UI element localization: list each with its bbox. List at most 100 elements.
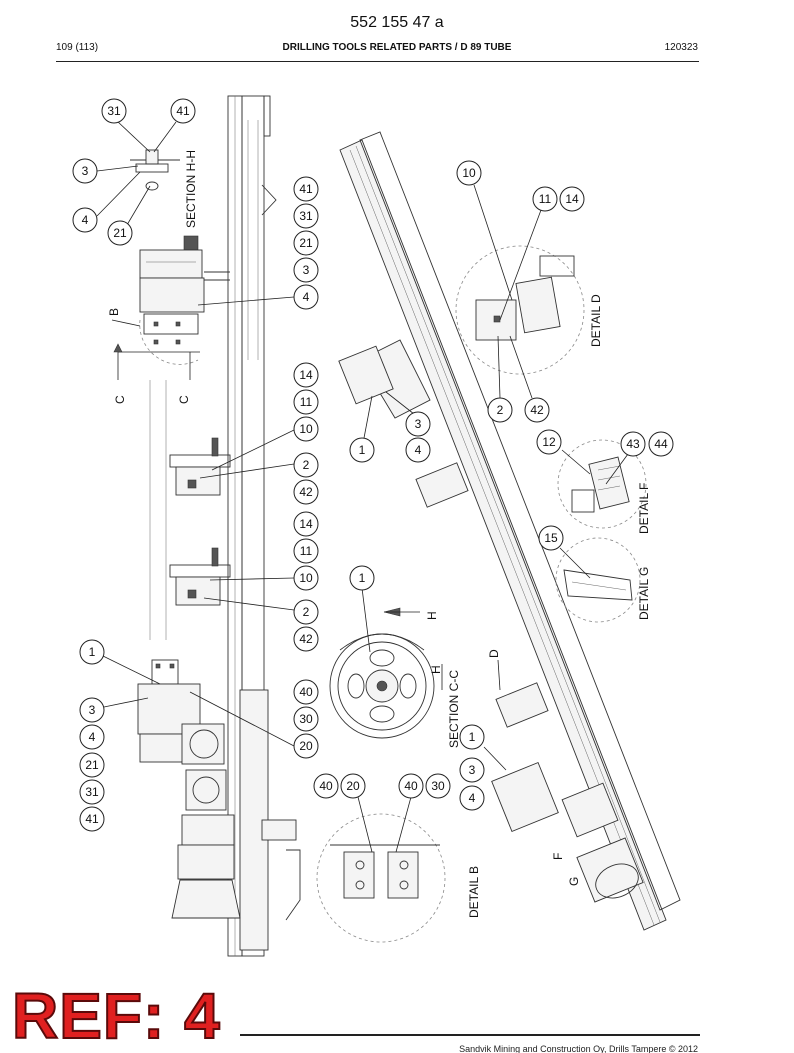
svg-text:11: 11 bbox=[300, 544, 313, 558]
svg-text:4: 4 bbox=[415, 443, 422, 457]
svg-text:1: 1 bbox=[359, 571, 366, 585]
callout-21-hh: 21 bbox=[107, 220, 133, 246]
label-h-top: H bbox=[425, 611, 439, 620]
callout-11-d: 11 bbox=[532, 186, 558, 212]
svg-text:44: 44 bbox=[654, 437, 668, 451]
footer-divider bbox=[240, 1034, 700, 1036]
callout-4-lower: 4 bbox=[79, 724, 105, 750]
lower-carriage-assembly bbox=[137, 659, 241, 919]
section-arrows bbox=[111, 319, 501, 691]
svg-text:1: 1 bbox=[359, 443, 366, 457]
svg-text:21: 21 bbox=[113, 226, 127, 240]
callout-40-lower: 40 bbox=[293, 679, 319, 705]
svg-text:42: 42 bbox=[299, 632, 313, 646]
section-hh-view bbox=[130, 149, 180, 191]
callout-1-cc: 1 bbox=[349, 565, 375, 591]
left-bracket-assembly-lower bbox=[169, 547, 231, 606]
label-c-left: C bbox=[113, 395, 127, 404]
callout-20-lower: 20 bbox=[293, 733, 319, 759]
left-bracket-assembly-upper bbox=[169, 437, 231, 496]
svg-text:40: 40 bbox=[319, 779, 333, 793]
callout-31-upper: 31 bbox=[293, 203, 319, 229]
svg-text:10: 10 bbox=[462, 166, 476, 180]
callout-42-d: 42 bbox=[524, 397, 550, 423]
svg-text:42: 42 bbox=[530, 403, 544, 417]
document-number: 552 155 47 a bbox=[350, 14, 444, 31]
svg-text:41: 41 bbox=[85, 812, 99, 826]
svg-text:3: 3 bbox=[89, 703, 96, 717]
callout-3-diag-lower: 3 bbox=[459, 757, 485, 783]
label-c-right: C bbox=[177, 395, 191, 404]
callout-41-lower: 41 bbox=[79, 806, 105, 832]
svg-text:20: 20 bbox=[299, 739, 313, 753]
label-g: G bbox=[567, 877, 581, 886]
footer-copyright: Sandvik Mining and Construction Oy, Dril… bbox=[459, 1044, 698, 1053]
svg-text:1: 1 bbox=[89, 645, 96, 659]
callout-4-hh: 4 bbox=[72, 207, 98, 233]
svg-text:43: 43 bbox=[626, 437, 640, 451]
callout-12-f: 12 bbox=[536, 429, 562, 455]
label-detail-f: DETAIL F bbox=[637, 483, 651, 534]
svg-text:41: 41 bbox=[299, 182, 313, 196]
label-d: D bbox=[487, 649, 501, 658]
svg-text:12: 12 bbox=[542, 435, 556, 449]
label-detail-d: DETAIL D bbox=[589, 294, 603, 347]
svg-text:11: 11 bbox=[539, 192, 552, 206]
callout-11-mid2: 11 bbox=[293, 538, 319, 564]
callout-3-upper: 3 bbox=[293, 257, 319, 283]
date-code: 120323 bbox=[664, 42, 698, 53]
page-indicator: 109 (113) bbox=[56, 42, 99, 53]
svg-text:40: 40 bbox=[299, 685, 313, 699]
callout-40-b-left: 40 bbox=[313, 773, 339, 799]
svg-text:11: 11 bbox=[300, 395, 313, 409]
callout-41-hh: 41 bbox=[170, 98, 196, 124]
callout-10-d: 10 bbox=[456, 160, 482, 186]
callout-14-mid2: 14 bbox=[293, 511, 319, 537]
svg-text:4: 4 bbox=[303, 290, 310, 304]
callout-2-mid2: 2 bbox=[293, 599, 319, 625]
svg-text:3: 3 bbox=[415, 417, 422, 431]
svg-text:1: 1 bbox=[469, 730, 476, 744]
callout-44-f: 44 bbox=[648, 431, 674, 457]
callout-42-mid1: 42 bbox=[293, 479, 319, 505]
svg-text:21: 21 bbox=[299, 236, 313, 250]
svg-text:40: 40 bbox=[404, 779, 418, 793]
svg-text:3: 3 bbox=[469, 763, 476, 777]
callout-31-lower: 31 bbox=[79, 779, 105, 805]
callout-30-lower: 30 bbox=[293, 706, 319, 732]
callout-15-g: 15 bbox=[538, 525, 564, 551]
callout-1-lower: 1 bbox=[79, 639, 105, 665]
svg-text:10: 10 bbox=[299, 422, 313, 436]
leader-lines bbox=[96, 120, 629, 853]
callout-43-f: 43 bbox=[620, 431, 646, 457]
svg-text:15: 15 bbox=[544, 531, 558, 545]
callout-20-b: 20 bbox=[340, 773, 366, 799]
svg-text:2: 2 bbox=[303, 605, 310, 619]
label-f: F bbox=[551, 853, 565, 860]
section-cc-view bbox=[329, 607, 435, 739]
diagonal-feed-beam bbox=[338, 131, 681, 931]
svg-text:31: 31 bbox=[85, 785, 99, 799]
callout-31-hh: 31 bbox=[101, 98, 127, 124]
reference-stamp: REF: 4 bbox=[11, 980, 221, 1052]
callout-2-mid1: 2 bbox=[293, 452, 319, 478]
svg-text:41: 41 bbox=[176, 104, 190, 118]
callout-40-b-right: 40 bbox=[398, 773, 424, 799]
svg-text:20: 20 bbox=[346, 779, 360, 793]
callout-21-lower: 21 bbox=[79, 752, 105, 778]
label-section-hh: SECTION H-H bbox=[184, 150, 198, 228]
vertical-feed-beam bbox=[149, 95, 301, 957]
callout-4-diag-upper: 4 bbox=[405, 437, 431, 463]
detail-d-view bbox=[455, 245, 585, 375]
callout-3-hh: 3 bbox=[72, 158, 98, 184]
svg-text:14: 14 bbox=[299, 517, 313, 531]
svg-text:4: 4 bbox=[469, 791, 476, 805]
detail-b-view bbox=[316, 813, 446, 943]
label-detail-g: DETAIL G bbox=[637, 567, 651, 620]
svg-text:42: 42 bbox=[299, 485, 313, 499]
svg-text:30: 30 bbox=[431, 779, 445, 793]
svg-text:4: 4 bbox=[82, 213, 89, 227]
svg-text:10: 10 bbox=[299, 571, 313, 585]
label-detail-b: DETAIL B bbox=[467, 866, 481, 918]
